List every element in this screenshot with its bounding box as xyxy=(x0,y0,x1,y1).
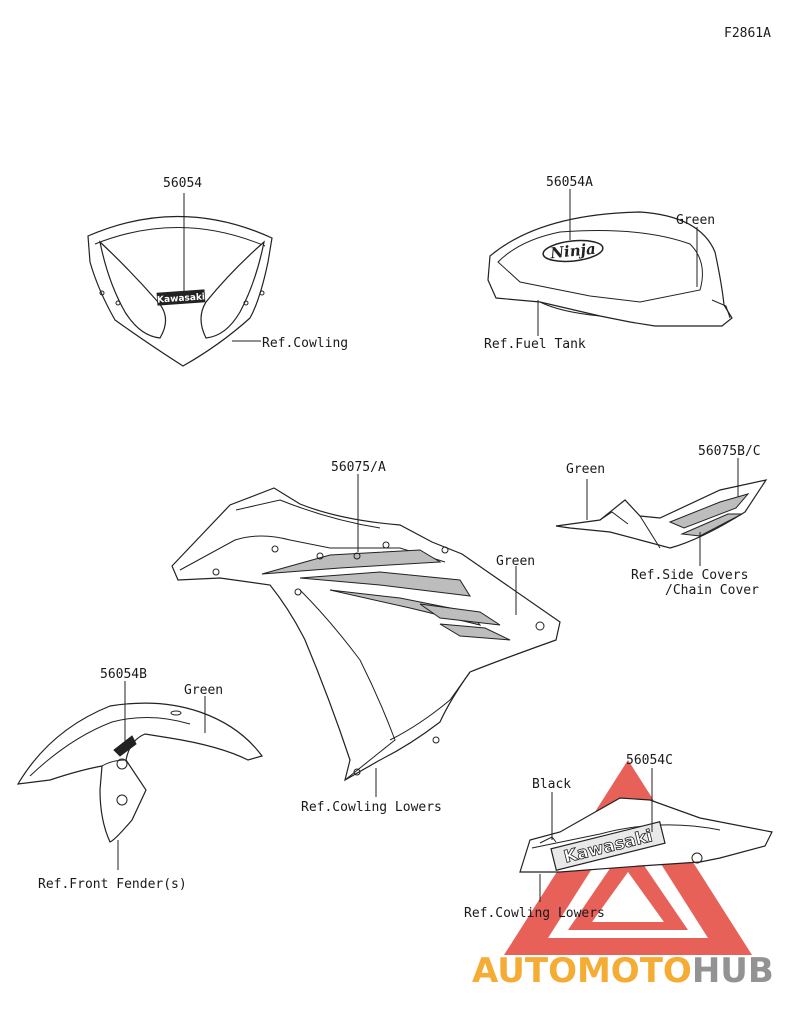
side-cover-reference-2: /Chain Cover xyxy=(665,583,759,598)
side-cover-group: 56075B/C Green Ref.Side Covers /Chain Co… xyxy=(555,444,768,598)
watermark-logo-icon xyxy=(504,760,752,955)
tank-reference: Ref.Fuel Tank xyxy=(484,337,586,352)
lower-cowl-reference: Ref.Cowling Lowers xyxy=(464,906,605,921)
lower-cowl-color: Black xyxy=(532,777,571,792)
side-cowl-group: 56075/A Green Ref.Cowling Lowers xyxy=(171,460,561,815)
watermark-text: AUTOMOTOHUB xyxy=(472,951,774,991)
front-fender-decal xyxy=(113,735,137,757)
fuel-tank-part[interactable] xyxy=(487,211,733,327)
watermark-text-part2: HUB xyxy=(692,951,774,991)
windscreen-group: Kawasaki 56054 Ref.Cowling xyxy=(87,176,348,367)
side-cowl-stripe-2 xyxy=(299,571,471,597)
side-cover-part-number: 56075B/C xyxy=(698,444,761,459)
fender-part-number: 56054B xyxy=(100,667,147,682)
side-cover-part[interactable] xyxy=(555,479,768,549)
side-cover-reference-1: Ref.Side Covers xyxy=(631,568,748,583)
tank-color: Green xyxy=(676,213,715,228)
side-cowl-stripe-1 xyxy=(261,549,442,575)
watermark-text-part1: AUTOMOTO xyxy=(472,951,692,991)
tank-part-number: 56054A xyxy=(546,175,593,190)
side-cowl-stripe-5 xyxy=(439,623,511,641)
figure-code: F2861A xyxy=(724,26,771,41)
side-cowl-part[interactable] xyxy=(171,487,561,782)
side-cover-color: Green xyxy=(566,462,605,477)
tank-decal: Ninja xyxy=(542,240,604,263)
side-cowl-part-number: 56075/A xyxy=(331,460,386,475)
watermark: AUTOMOTOHUB xyxy=(472,760,774,991)
side-cover-decal-1 xyxy=(668,493,750,529)
lower-cowl-part-number: 56054C xyxy=(626,753,673,768)
lower-cowl-group: Kawasaki 56054C Black Ref.Cowling Lowers xyxy=(464,753,773,921)
fender-color: Green xyxy=(184,683,223,698)
windscreen-part-number: 56054 xyxy=(163,176,202,191)
windscreen-decal: Kawasaki xyxy=(156,289,206,306)
front-fender-part[interactable] xyxy=(16,702,263,843)
tank-decal-text: Ninja xyxy=(548,240,596,263)
side-cowl-color: Green xyxy=(496,554,535,569)
side-cowl-reference: Ref.Cowling Lowers xyxy=(301,800,442,815)
windscreen-reference: Ref.Cowling xyxy=(262,336,348,351)
side-cover-decal-2 xyxy=(680,513,743,537)
windscreen-right-window xyxy=(200,240,265,339)
windscreen-decal-text: Kawasaki xyxy=(157,292,206,305)
fuel-tank-group: Ninja 56054A Green Ref.Fuel Tank xyxy=(484,175,733,352)
front-fender-group: 56054B Green Ref.Front Fender(s) xyxy=(16,667,263,892)
fender-reference: Ref.Front Fender(s) xyxy=(38,877,187,892)
windscreen-left-window xyxy=(99,240,167,339)
side-cowl-stripe-4 xyxy=(419,603,501,626)
